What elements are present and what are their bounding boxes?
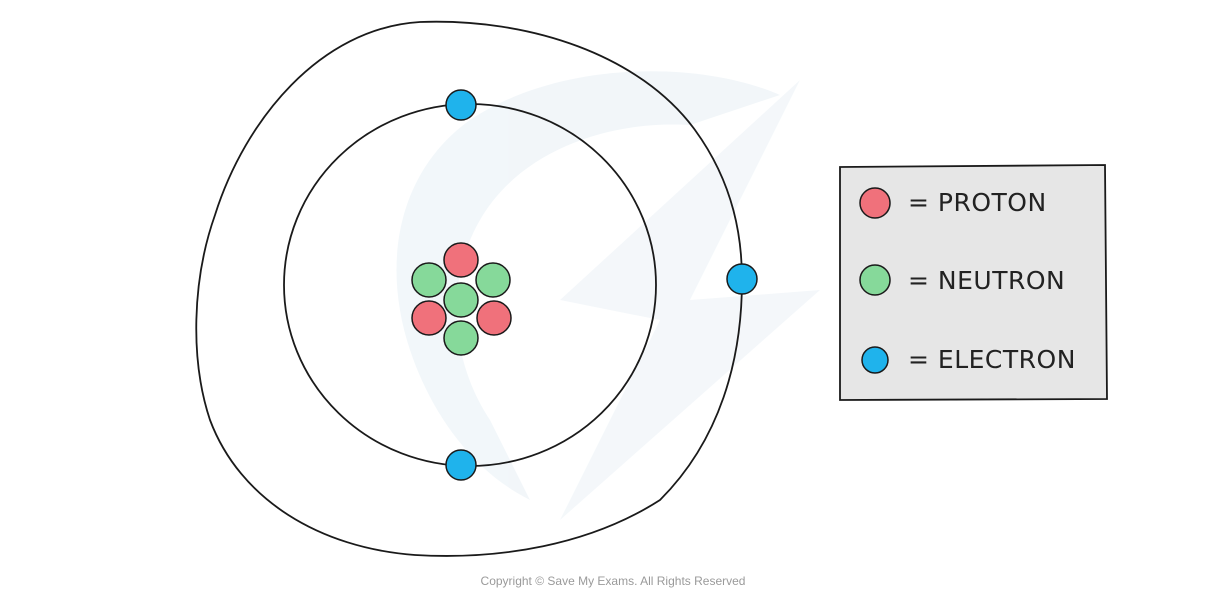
legend-proton-swatch [859,187,891,219]
proton [476,300,512,336]
electron-inner-bottom [445,449,477,481]
outer-electron-shell [195,20,743,557]
proton [411,300,447,336]
legend: = PROTON = NEUTRON = ELECTRON [839,164,1108,401]
electron-outer-right [726,263,758,295]
nucleus [411,242,512,356]
electron-inner-top [445,89,477,121]
neutron [411,262,447,298]
neutron [475,262,511,298]
legend-proton-label: = PROTON [908,188,1047,217]
legend-electron-label: = ELECTRON [908,345,1076,374]
neutron [443,320,479,356]
watermark-logo [396,71,820,520]
legend-neutron-swatch [859,264,891,296]
copyright-notice: Copyright © Save My Exams. All Rights Re… [481,574,746,588]
legend-neutron-label: = NEUTRON [908,266,1065,295]
legend-box [839,164,1108,401]
neutron [443,282,479,318]
legend-electron-swatch [861,346,889,374]
proton [443,242,479,278]
